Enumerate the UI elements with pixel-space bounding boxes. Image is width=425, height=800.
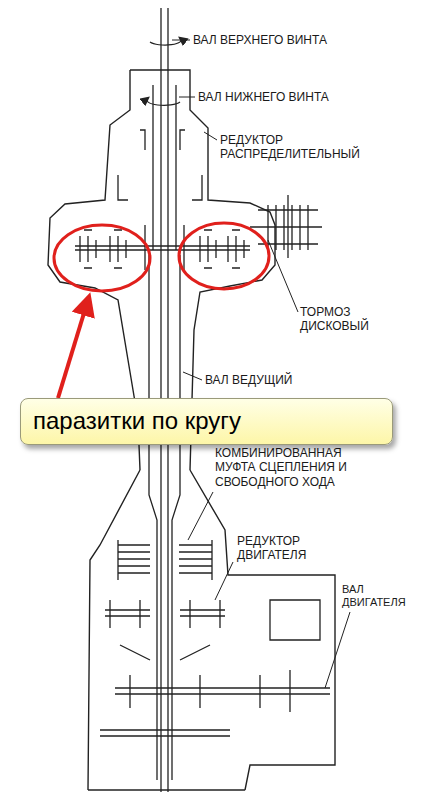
highlight-circles [54, 223, 269, 291]
part-label: ВАЛ ВЕДУЩИЙ [205, 373, 355, 387]
part-label: ВАЛ ВЕРХНЕГО ВИНТА [193, 33, 403, 47]
part-label: КОМБИНИРОВАННАЯ МУФТА СЦЕПЛЕНИЯ И СВОБОД… [215, 446, 380, 489]
part-label: ВАЛ НИЖНЕГО ВИНТА [198, 90, 408, 104]
callout-box: паразитки по кругу [20, 398, 393, 445]
part-label: ВАЛ ДВИГАТЕЛЯ [342, 583, 422, 609]
callout-arrow [58, 300, 88, 398]
rotation-arrows [147, 38, 182, 105]
part-label: ТОРМОЗ ДИСКОВЫЙ [300, 305, 410, 334]
part-label: РЕДУКТОР ДВИГАТЕЛЯ [237, 534, 347, 563]
callout-text: паразитки по кругу [33, 407, 380, 436]
part-label: РЕДУКТОР РАСПРЕДЕЛИТЕЛЬНЫЙ [220, 133, 400, 162]
